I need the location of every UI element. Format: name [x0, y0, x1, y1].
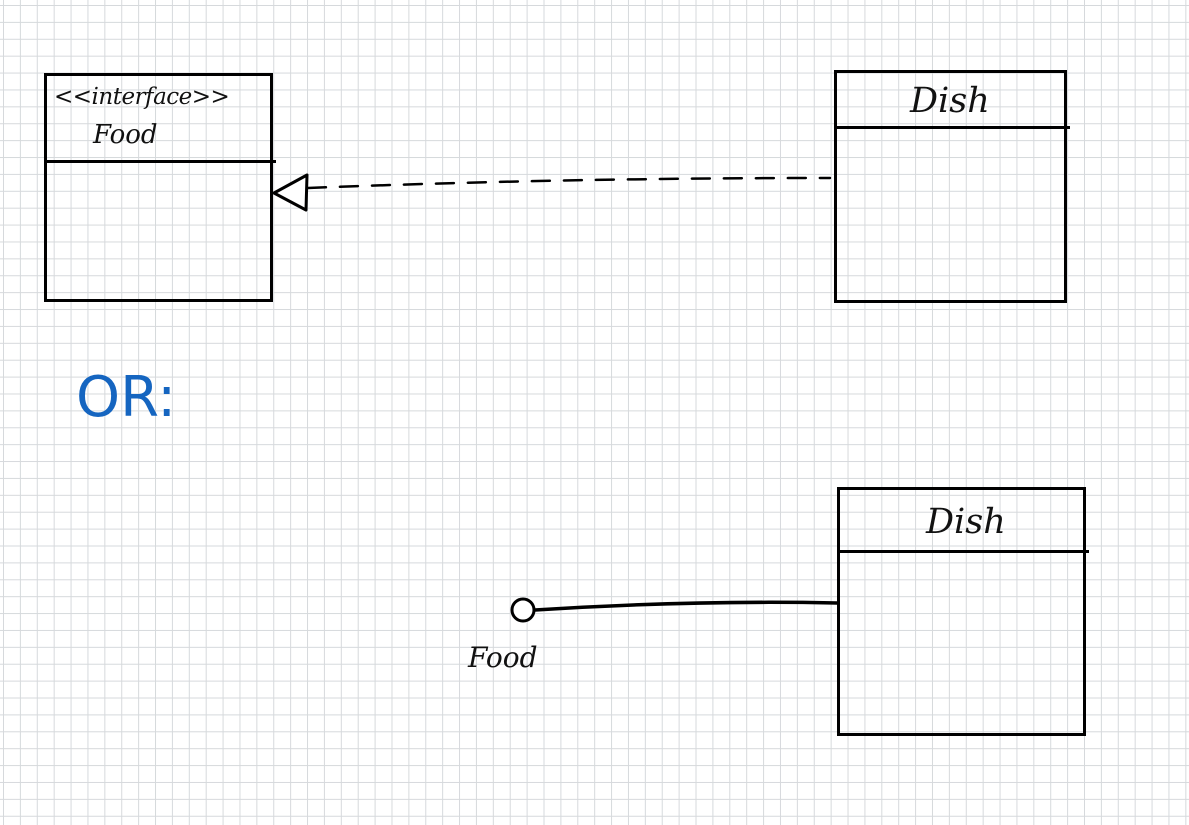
realization-triangle-head: [272, 173, 309, 212]
class-name-label-bottom: Dish: [926, 502, 1006, 542]
class-name-label-top: Dish: [910, 81, 990, 121]
class-header-divider-top: [834, 126, 1070, 129]
lollipop-line: [533, 600, 839, 612]
lollipop-name-label: Food: [468, 641, 538, 674]
class-header-divider-bottom: [837, 550, 1089, 553]
or-separator-label: OR:: [76, 365, 177, 430]
realization-dashed-line: [306, 176, 832, 190]
class-box-dish-top[interactable]: [834, 70, 1070, 303]
class-box-dish-bottom[interactable]: [837, 487, 1089, 736]
lollipop-circle-icon: [510, 597, 536, 623]
interface-stereotype-label: <<interface>>: [54, 84, 230, 110]
interface-header-divider: [44, 160, 276, 163]
interface-box-food[interactable]: [44, 73, 276, 302]
interface-name-label: Food: [93, 120, 158, 150]
